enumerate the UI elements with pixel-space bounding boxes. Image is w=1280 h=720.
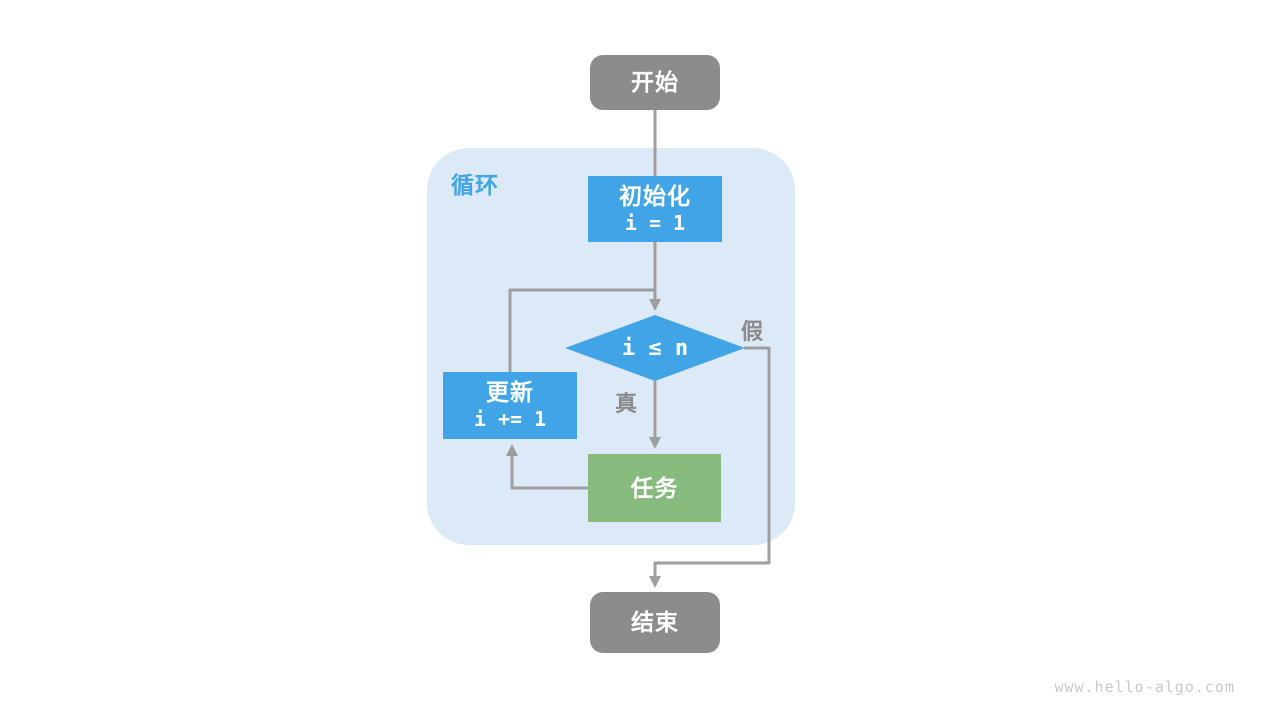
init-node-code: i = 1 <box>624 210 686 235</box>
start-node-label: 开始 <box>631 69 679 95</box>
init-node: 初始化 i = 1 <box>588 176 722 242</box>
task-node-label: 任务 <box>630 474 679 501</box>
task-node: 任务 <box>588 454 721 522</box>
connector-update-loopback <box>508 288 655 372</box>
update-node-code: i += 1 <box>473 407 547 431</box>
site-watermark: www.hello-algo.com <box>1054 678 1235 696</box>
update-node: 更新 i += 1 <box>443 372 577 439</box>
branch-true-label: 真 <box>615 391 639 416</box>
init-node-label: 初始化 <box>619 182 691 209</box>
connector-condition-false-to-end <box>649 346 771 588</box>
end-node: 结束 <box>590 592 720 653</box>
branch-false-label: 假 <box>741 319 765 344</box>
condition-diamond-shape <box>565 315 745 381</box>
condition-node-label: i ≤ n <box>621 335 689 361</box>
end-node-label: 结束 <box>631 609 679 635</box>
connector-task-to-update <box>506 444 588 490</box>
update-node-label: 更新 <box>486 379 534 405</box>
loop-scope-label: 循环 <box>451 172 499 198</box>
start-node: 开始 <box>590 55 720 110</box>
